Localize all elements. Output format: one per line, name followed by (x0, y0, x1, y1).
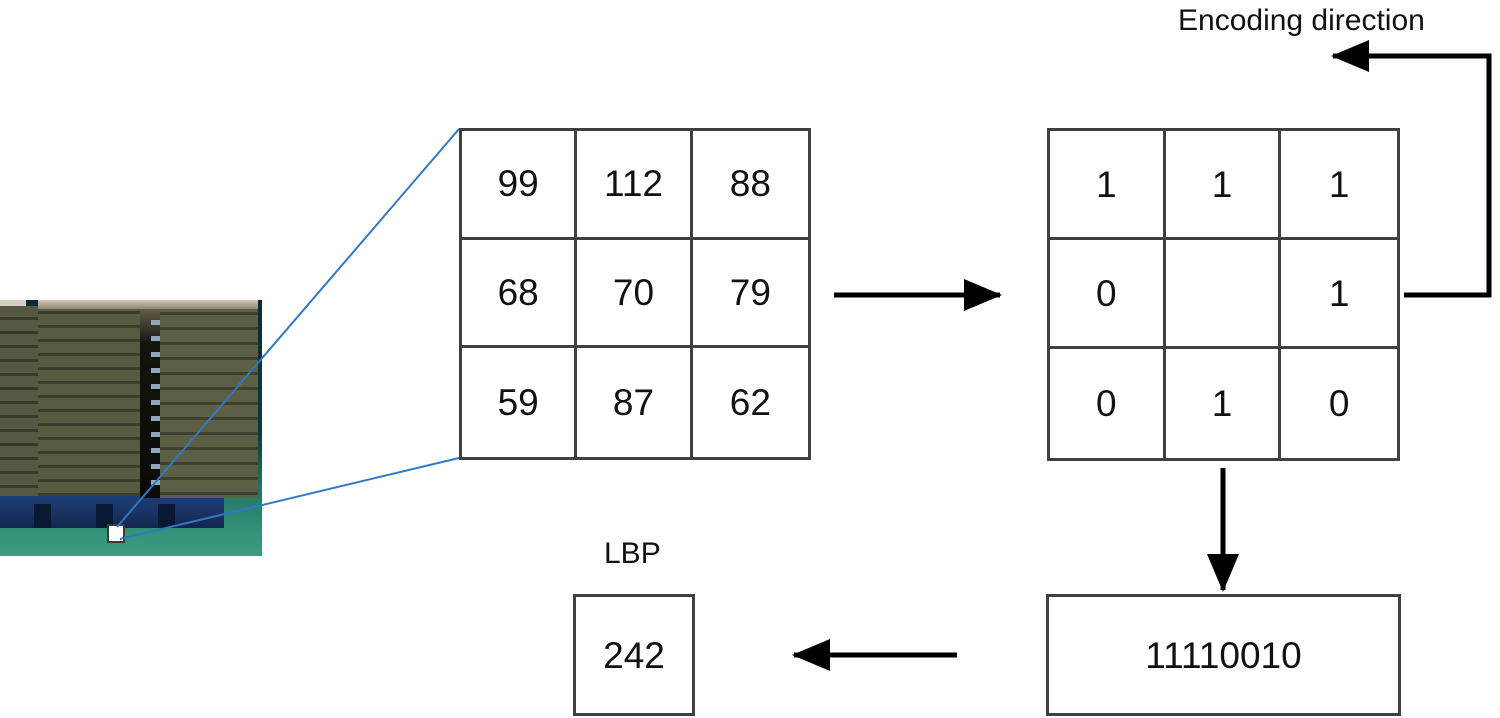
source-photo (0, 300, 262, 556)
threshold-cell: 0 (1050, 349, 1166, 458)
stack-top-highlight (38, 300, 258, 309)
threshold-cell: 0 (1328, 383, 1350, 424)
box-stack-front (38, 300, 148, 496)
neighborhood-cell: 59 (462, 348, 578, 457)
sampled-pixel-marker (107, 524, 125, 543)
neighborhood-cell: 88 (692, 131, 808, 240)
neighborhood-cell: 99 (462, 131, 578, 240)
lbp-caption: LBP (604, 537, 661, 570)
threshold-cell: 1 (1165, 131, 1282, 240)
encoding-direction-label: Encoding direction (1178, 4, 1425, 37)
pallet-notch (96, 504, 113, 528)
threshold-cell: 1 (1166, 349, 1282, 458)
threshold-cell: 1 (1281, 240, 1397, 349)
lbp-value-box: 242 (573, 594, 695, 716)
neighborhood-cell: 62 (729, 382, 771, 424)
binary-string-value: 11110010 (1145, 634, 1302, 676)
neighborhood-grid: 99 112 88 68 70 79 59 87 62 (459, 128, 811, 460)
threshold-cell: 1 (1281, 131, 1397, 240)
threshold-center-cell (1165, 240, 1282, 349)
threshold-grid: 1 1 1 0 1 0 1 0 (1047, 128, 1400, 461)
neighborhood-center-cell: 70 (577, 239, 693, 349)
pallet-notch (34, 504, 51, 528)
pallet-notch (158, 504, 175, 528)
neighborhood-cell: 68 (462, 239, 578, 349)
neighborhood-cell: 112 (577, 131, 693, 240)
box-label-strip (151, 304, 160, 494)
neighborhood-cell: 79 (692, 240, 808, 349)
threshold-cell: 1 (1050, 131, 1166, 240)
threshold-cell: 0 (1050, 240, 1166, 349)
neighborhood-cell: 87 (577, 348, 693, 457)
box-stack-right (148, 300, 258, 498)
binary-string-box: 11110010 (1046, 594, 1401, 716)
lbp-value: 242 (603, 634, 665, 676)
box-stack-left (0, 306, 38, 496)
